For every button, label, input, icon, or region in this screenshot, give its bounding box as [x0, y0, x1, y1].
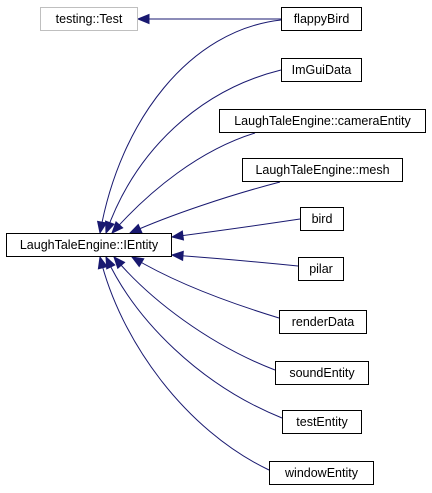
- node-flappybird[interactable]: flappyBird: [281, 7, 362, 31]
- edge-windowentity-to-ientity: [97, 255, 270, 471]
- edge-arrowhead: [130, 256, 145, 268]
- edge-arrowhead: [128, 223, 143, 234]
- edge-camera-entity-to-ientity: [111, 132, 256, 234]
- edge-line: [171, 218, 301, 238]
- edge-line: [131, 256, 280, 319]
- edge-arrowhead: [105, 220, 115, 235]
- edge-pilar-to-ientity: [170, 250, 299, 267]
- edge-arrowhead: [96, 220, 108, 235]
- edge-arrowhead: [170, 230, 185, 241]
- node-ientity[interactable]: LaughTaleEngine::IEntity: [6, 233, 172, 257]
- edge-arrowhead: [111, 220, 124, 234]
- edge-flappybird-to-ientity: [96, 19, 282, 235]
- edge-testentity-to-ientity: [105, 255, 283, 419]
- edge-line: [113, 256, 276, 371]
- node-camera-entity[interactable]: LaughTaleEngine::cameraEntity: [219, 109, 426, 133]
- edge-line: [105, 256, 283, 419]
- edge-soundentity-to-ientity: [113, 255, 276, 371]
- edge-imguidata-to-ientity: [105, 69, 282, 235]
- node-pilar[interactable]: pilar: [298, 257, 344, 281]
- edge-bird-to-ientity: [170, 218, 301, 241]
- edge-line: [111, 132, 256, 234]
- node-windowentity[interactable]: windowEntity: [269, 461, 374, 485]
- edge-arrowhead: [170, 250, 184, 262]
- edge-renderdata-to-ientity: [130, 256, 280, 319]
- node-mesh[interactable]: LaughTaleEngine::mesh: [242, 158, 403, 182]
- node-imguidata[interactable]: ImGuiData: [281, 58, 362, 82]
- node-bird[interactable]: bird: [300, 207, 344, 231]
- edge-line: [99, 256, 270, 471]
- edge-mesh-to-ientity: [128, 181, 281, 234]
- node-testentity[interactable]: testEntity: [282, 410, 362, 434]
- node-testing-test[interactable]: testing::Test: [40, 7, 138, 31]
- edge-arrowhead: [113, 255, 126, 270]
- edge-line: [99, 19, 282, 234]
- edge-arrowhead: [136, 13, 150, 25]
- node-soundentity[interactable]: soundEntity: [275, 361, 369, 385]
- edge-arrowhead: [105, 255, 116, 270]
- edge-flappybird-to-testing-test: [136, 13, 281, 25]
- edge-line: [129, 181, 281, 234]
- edge-line: [105, 69, 282, 234]
- edge-line: [171, 254, 299, 267]
- edge-arrowhead: [97, 255, 108, 270]
- node-renderdata[interactable]: renderData: [279, 310, 367, 334]
